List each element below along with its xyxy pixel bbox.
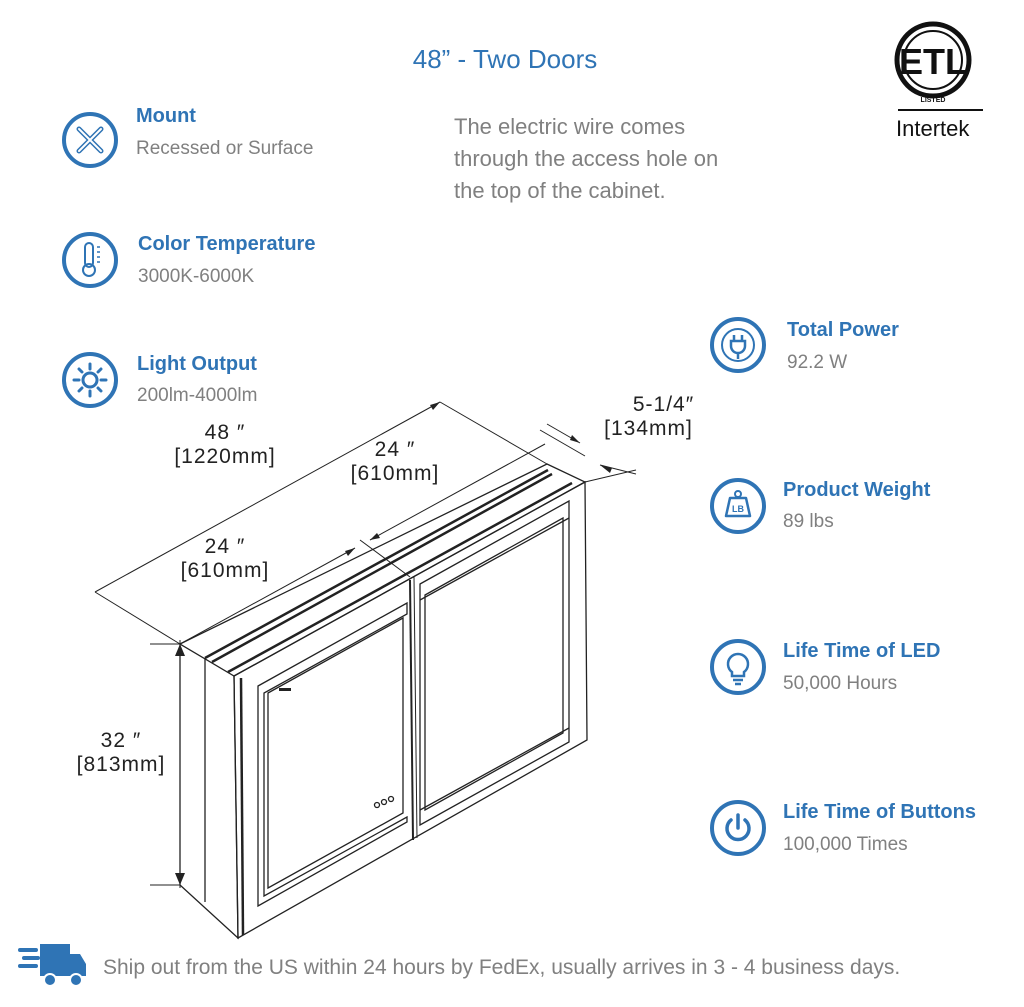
wire-note: The electric wire comes through the acce…: [454, 114, 719, 203]
spec-label: Light Output: [137, 353, 257, 375]
sun-icon: [62, 352, 118, 408]
spec-value: 92.2 W: [787, 352, 848, 373]
svg-text:ETL: ETL: [899, 41, 967, 82]
spec-label: Mount: [136, 105, 196, 127]
svg-text:LB: LB: [732, 504, 744, 514]
display-icon: [279, 688, 291, 691]
spec-value: 200lm-4000lm: [137, 385, 258, 406]
power-icon: [710, 800, 766, 856]
spec-value: 89 lbs: [783, 511, 834, 532]
etl-logo-icon: ETL LISTED: [894, 21, 983, 111]
width-dimension: 48 ″ [1220mm]: [165, 421, 285, 469]
intertek-text: Intertek: [896, 116, 970, 141]
plug-icon: [710, 317, 766, 373]
spec-value: 100,000 Times: [783, 834, 908, 855]
height-mm: [813mm]: [76, 753, 166, 776]
spec-label: Life Time of Buttons: [783, 801, 976, 823]
spec-label: Product Weight: [783, 479, 931, 501]
page-title: 48” - Two Doors: [412, 44, 598, 74]
door-left-dimension: 24 ″ [610mm]: [170, 535, 280, 583]
door-left-inches: 24 ″: [204, 535, 246, 558]
door-right-inches: 24 ″: [374, 438, 416, 461]
door-left-mm: [610mm]: [180, 559, 270, 582]
spec-label: Total Power: [787, 319, 899, 341]
depth-inches: 5-1/4″: [632, 393, 695, 416]
weight-icon: LB: [710, 478, 766, 534]
width-mm: [1220mm]: [174, 445, 276, 468]
height-dimension: 32 ″ [813mm]: [66, 729, 176, 777]
door-right-mm: [610mm]: [350, 462, 440, 485]
spec-value: 3000K-6000K: [138, 266, 255, 287]
spec-value: Recessed or Surface: [136, 138, 314, 159]
spec-label: Color Temperature: [138, 233, 316, 255]
shipping-info: Ship out from the US within 24 hours by …: [103, 956, 901, 979]
bulb-icon: [710, 639, 766, 695]
spec-value: 50,000 Hours: [783, 673, 898, 694]
spec-label: Life Time of LED: [783, 640, 941, 662]
depth-mm: [134mm]: [604, 417, 693, 440]
door-right-dimension: 24 ″ [610mm]: [340, 438, 450, 486]
etl-intertek-logo: ETL LISTED Intertek: [893, 18, 993, 148]
tools-icon: [62, 112, 118, 168]
svg-text:LISTED: LISTED: [921, 97, 946, 104]
truck-icon: [18, 938, 88, 990]
width-inches: 48 ″: [204, 421, 246, 444]
thermometer-icon: [62, 232, 118, 288]
depth-dimension: 5-1/4″ [134mm]: [596, 393, 701, 441]
height-inches: 32 ″: [100, 729, 142, 752]
